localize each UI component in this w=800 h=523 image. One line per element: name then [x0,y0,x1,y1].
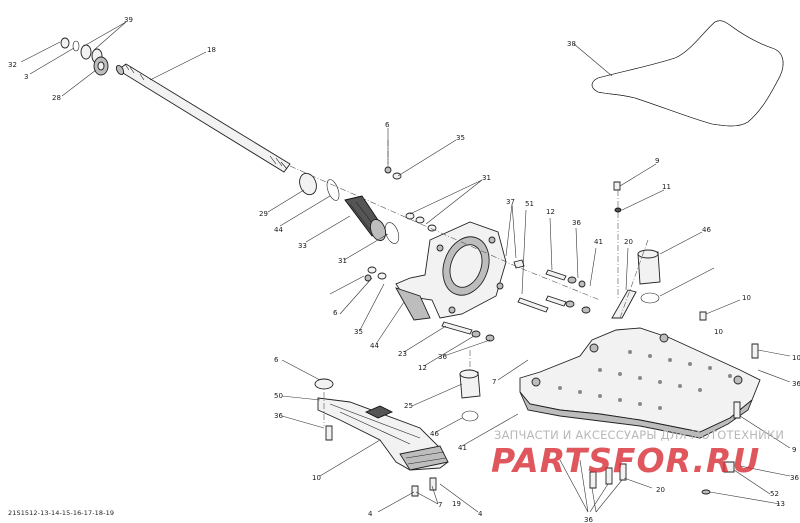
callout-label: 18 [207,46,216,54]
callout-label: 10 [742,294,751,302]
boot-clamp-group [299,172,400,244]
callout-label: 51 [525,200,534,208]
callout-label: 23 [398,350,407,358]
callout-label: 20 [656,486,665,494]
callout-label: 39 [124,16,133,24]
callout-label: 31 [338,257,347,265]
callout-label: 37 [506,198,515,206]
watermark-caption: ЗАПЧАСТИ И АКСЕССУАРЫ ДЛЯ МОТОТЕХНИКИ [494,428,785,442]
callout-label: 12 [546,208,555,216]
callout-label: 10 [714,328,723,336]
reference-code: 21S1512-13-14-15-16-17-18-19 [8,509,115,517]
callout-label: 35 [354,328,363,336]
callout-label: 36 [790,474,799,482]
callout-label: 6 [385,121,390,129]
fastener-set-top [364,166,437,282]
callout-label: 19 [452,500,461,508]
callout-label: 35 [456,134,465,142]
plate-bolt-holes [558,350,732,410]
callout-label: 28 [52,94,61,102]
callout-label: 36 [572,219,581,227]
callout-label: 44 [274,226,283,234]
callout-label: 6 [333,309,338,317]
callout-label: 9 [655,157,659,165]
bolt-group-right [441,259,591,342]
callout-label: 36 [792,380,800,388]
callout-label: 4 [368,510,373,518]
callout-label: 13 [776,500,785,508]
callout-label: 41 [458,444,467,452]
washer-stack [60,37,109,76]
callout-label: 12 [418,364,427,372]
watermark-logo: PARTSFOR.RU [491,441,761,480]
callout-label: 38 [567,40,576,48]
ride-plate-icon [519,327,761,439]
callout-label: 10 [312,474,321,482]
callout-label: 46 [702,226,711,234]
callout-label: 10 [792,354,800,362]
callout-label: 9 [792,446,796,454]
drive-shaft-icon [115,63,291,173]
callout-label: 7 [438,501,442,509]
callout-label: 36 [274,412,283,420]
callout-label: 4 [478,510,483,518]
intake-grate-icon [317,397,449,471]
seal-ring-icon [591,20,784,127]
callout-label: 52 [770,490,779,498]
callout-label: 33 [298,242,307,250]
callout-labels: 32 3 39 28 18 38 6 35 31 29 44 33 37 51 … [8,16,800,523]
assembly-axes [289,140,649,426]
callout-label: 6 [274,356,279,364]
leader-lines [20,21,791,513]
callout-label: 44 [370,342,379,350]
callout-label: 29 [259,210,268,218]
callout-label: 32 [8,61,17,69]
callout-label: 46 [430,430,439,438]
callout-label: 11 [662,183,671,191]
callout-label: 31 [482,174,491,182]
callout-label: 20 [624,238,633,246]
callout-label: 36 [584,516,593,523]
callout-label: 25 [404,402,413,410]
bolt-group-bottom [325,343,759,497]
callout-label: 7 [492,378,496,386]
callout-label: 41 [594,238,603,246]
callout-label: 36 [438,353,447,361]
pump-housing-icon [395,221,507,321]
callout-label: 50 [274,392,283,400]
callout-label: 3 [24,73,28,81]
seal-top-right [637,249,661,304]
seal-left [314,369,481,422]
hardware-top-right [611,181,707,321]
